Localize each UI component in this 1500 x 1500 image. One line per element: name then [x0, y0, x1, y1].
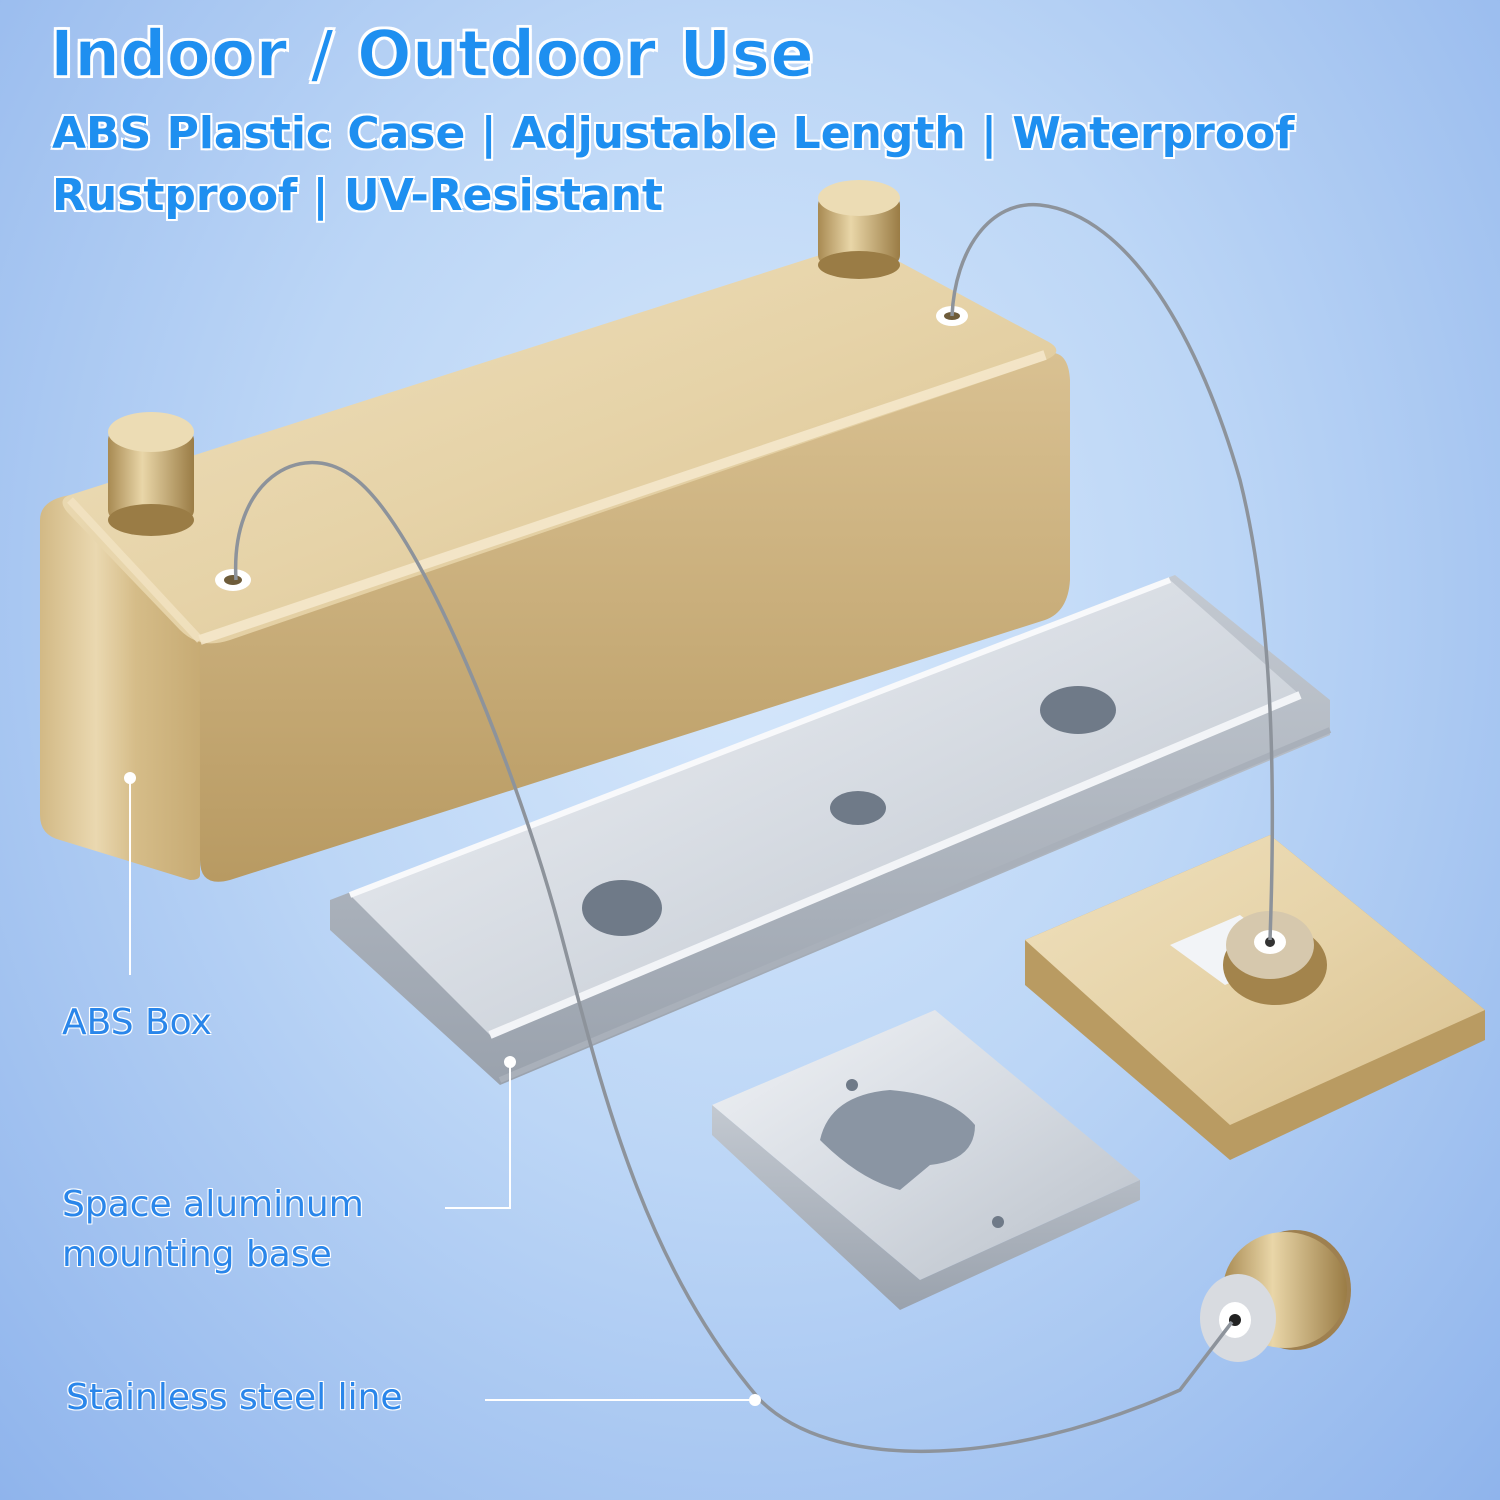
aluminum-bracket	[712, 1010, 1140, 1310]
abs-box-long-side	[200, 352, 1070, 882]
callout-aluminum-base-line1: Space aluminum	[62, 1184, 364, 1225]
callout-steel-line: Stainless steel line	[66, 1377, 403, 1418]
gold-base-plate	[1025, 835, 1485, 1160]
abs-box	[40, 180, 1070, 882]
headline: Indoor / Outdoor Use	[49, 17, 815, 93]
features-line-1: ABS Plastic Case | Adjustable Length | W…	[52, 108, 1295, 159]
callout-aluminum-base: Space aluminum mounting base	[62, 1180, 364, 1280]
abs-box-edge-highlight	[198, 350, 1047, 645]
cable-terminal-on-plate	[1223, 911, 1327, 1005]
callout-leader-lines	[124, 772, 761, 1406]
steel-cable-left	[233, 460, 1234, 1453]
aluminum-mounting-rail	[330, 575, 1332, 1085]
callout-abs-box: ABS Box	[62, 1002, 212, 1043]
bracket-keyhole	[820, 1090, 975, 1190]
adjust-knob-right	[818, 180, 900, 279]
abs-box-top	[62, 251, 1057, 644]
loose-cable-terminal	[1200, 1230, 1351, 1362]
abs-box-front	[40, 495, 200, 880]
steel-cable-right	[950, 203, 1275, 941]
adjust-knob-left	[108, 412, 194, 536]
callout-aluminum-base-line2: mounting base	[62, 1234, 332, 1275]
rail-keyhole-right	[1040, 686, 1116, 734]
features-line-2: Rustproof | UV-Resistant	[52, 170, 664, 221]
rail-slot-center	[830, 791, 886, 825]
rail-keyhole-left	[582, 880, 662, 936]
